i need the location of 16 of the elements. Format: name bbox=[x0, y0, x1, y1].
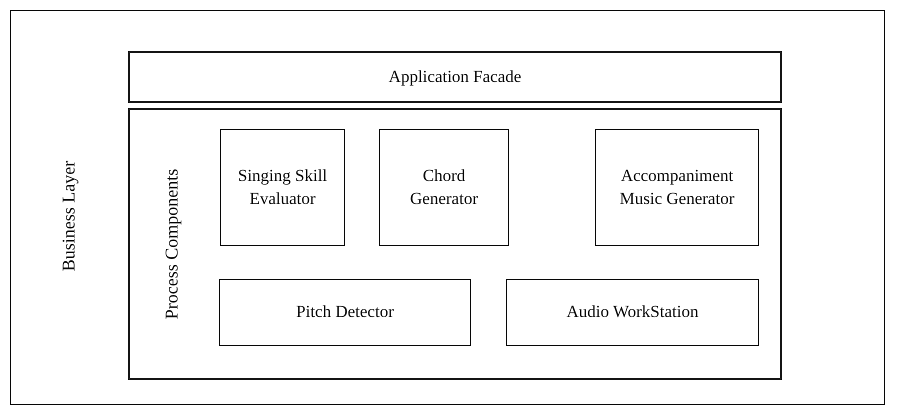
component-label: Singing Skill Evaluator bbox=[236, 165, 328, 210]
layer-frame bbox=[10, 10, 885, 405]
layer-label: Business Layer bbox=[58, 160, 80, 272]
component-label: Application Facade bbox=[388, 66, 522, 88]
component-box bbox=[220, 129, 345, 246]
component-label: Chord Generator bbox=[409, 165, 479, 210]
component-box bbox=[379, 129, 509, 246]
layer-label: Process Components bbox=[162, 168, 182, 320]
component-box bbox=[506, 279, 759, 346]
layer-frame bbox=[128, 108, 782, 380]
component-label: Audio WorkStation bbox=[566, 301, 700, 324]
component-box bbox=[128, 51, 782, 103]
component-label: Accompaniment Music Generator bbox=[618, 165, 736, 210]
component-box bbox=[219, 279, 471, 346]
component-label: Pitch Detector bbox=[295, 301, 395, 324]
component-box bbox=[595, 129, 759, 246]
